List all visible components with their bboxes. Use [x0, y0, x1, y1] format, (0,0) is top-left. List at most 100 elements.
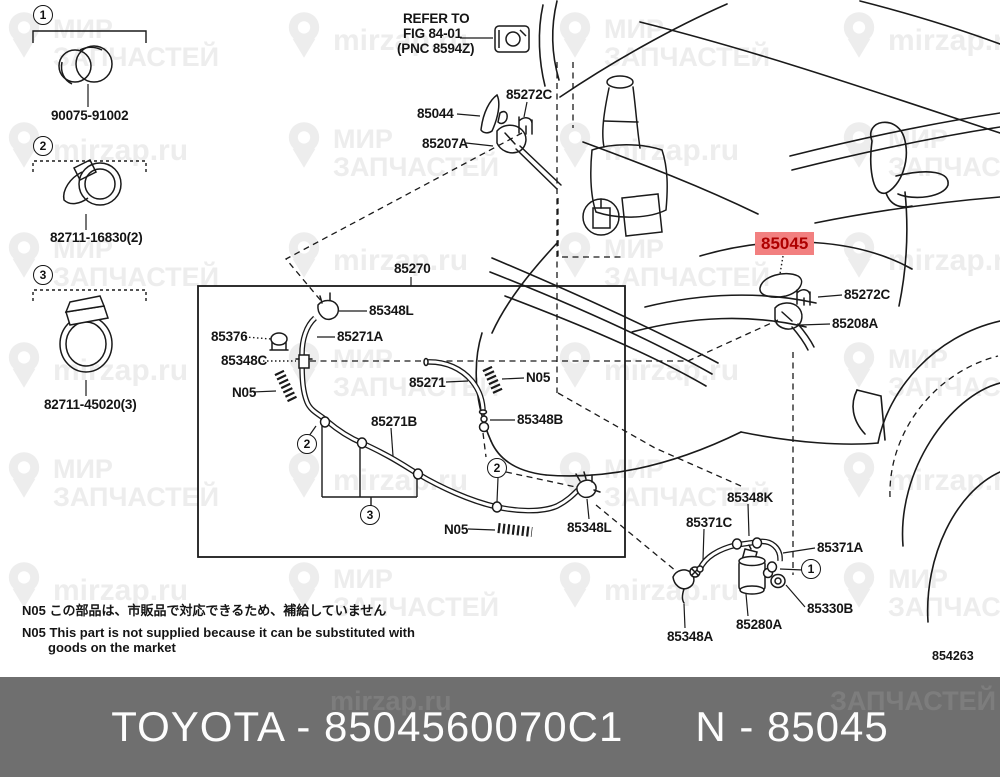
- watermark-text: МИР: [333, 124, 393, 154]
- label-85348l-2: 85348L: [567, 520, 612, 535]
- label-85330b: 85330B: [807, 601, 854, 616]
- label-n05-1: N05: [232, 385, 257, 400]
- label-85371a: 85371A: [817, 540, 864, 555]
- grommet-drawing: [58, 45, 113, 107]
- callout-number: 1: [39, 8, 47, 22]
- hose-clip-rings: [319, 416, 778, 573]
- footer-watermark-site: mirzap.ru: [330, 686, 452, 716]
- watermark-text: ЗАПЧАСТЕЙ: [604, 41, 770, 72]
- refer-note-line2: FIG 84-01: [403, 26, 462, 41]
- label-85348l-1: 85348L: [369, 303, 414, 318]
- label-n05-3: N05: [444, 522, 469, 537]
- callout-number: 3: [39, 268, 47, 282]
- watermark: mirzap.ru: [288, 232, 468, 278]
- note-english-2: goods on the market: [48, 640, 176, 655]
- callout-number: 2: [39, 139, 47, 153]
- watermark-text: ЗАПЧАСТЕЙ: [604, 481, 770, 512]
- watermark-text: mirzap.ru: [604, 574, 739, 607]
- label-85348a: 85348A: [667, 629, 714, 644]
- label-90075-91002: 90075-91002: [51, 108, 129, 123]
- watermark: mirzap.ru: [843, 452, 1000, 498]
- callout-number: 2: [493, 461, 501, 475]
- callout-circle-2-box-b: 2: [487, 458, 507, 478]
- label-85271a: 85271A: [337, 329, 384, 344]
- watermark: mirzap.ru: [559, 342, 739, 388]
- watermark-text: МИР: [888, 124, 948, 154]
- watermark-text: mirzap.ru: [333, 24, 468, 57]
- note-japanese: N05 この部品は、市販品で対応できるため、補給していません: [22, 603, 387, 618]
- label-leader-lines: [252, 37, 843, 629]
- watermark: mirzap.ru: [8, 562, 188, 608]
- watermark: mirzap.ru: [559, 562, 739, 608]
- watermark-text: ЗАПЧАСТЕЙ: [888, 371, 1000, 402]
- watermark-text: МИР: [604, 234, 664, 264]
- footer-part-number: N - 85045: [695, 703, 889, 750]
- washer-reservoir-drawing: [582, 75, 668, 237]
- sheet-number: 854263: [932, 649, 974, 663]
- watermark-text: МИР: [53, 234, 113, 264]
- in-box-parts-drawing: [269, 292, 601, 499]
- watermark-text: ЗАПЧАСТЕЙ: [53, 481, 219, 512]
- refer-note-line3: (PNC 8594Z): [397, 41, 475, 56]
- watermark-text: mirzap.ru: [888, 24, 1000, 57]
- label-85272c-top: 85272C: [506, 87, 553, 102]
- footer-watermark-brand: ЗАПЧАСТЕЙ: [830, 686, 996, 716]
- callout-circle-3: 3: [33, 265, 53, 285]
- callout-number: 1: [807, 562, 815, 576]
- watermark-text: mirzap.ru: [53, 354, 188, 387]
- watermark-text: mirzap.ru: [604, 134, 739, 167]
- note-english-1: N05 This part is not supplied because it…: [22, 625, 415, 640]
- sensor-drawing: [494, 25, 530, 53]
- callout-circle-1: 1: [33, 5, 53, 25]
- callout-circle-2-box-a: 2: [297, 434, 317, 454]
- callout-number: 2: [303, 437, 311, 451]
- clamp-45020-drawing: [59, 295, 113, 396]
- label-85348b: 85348B: [517, 412, 564, 427]
- callout-circle-2: 2: [33, 136, 53, 156]
- label-85044: 85044: [417, 106, 454, 121]
- watermark-text: ЗАПЧАСТЕЙ: [333, 591, 499, 622]
- watermark-text: МИР: [53, 454, 113, 484]
- watermark-text: mirzap.ru: [888, 464, 1000, 497]
- headlamp-washer-parts-drawing: [759, 272, 815, 351]
- watermark-text: mirzap.ru: [53, 574, 188, 607]
- watermark: mirzap.ru: [559, 122, 739, 168]
- watermark-text: mirzap.ru: [53, 134, 188, 167]
- label-85376: 85376: [211, 329, 248, 344]
- label-85348k: 85348K: [727, 490, 774, 505]
- refer-note-line1: REFER TO: [403, 11, 470, 26]
- label-85270: 85270: [394, 261, 431, 276]
- watermark-text: ЗАПЧАСТЕЙ: [333, 151, 499, 182]
- watermark-text: МИР: [53, 14, 113, 44]
- label-n05-2: N05: [526, 370, 551, 385]
- watermark-text: mirzap.ru: [333, 244, 468, 277]
- callout-circle-3-box: 3: [360, 505, 380, 525]
- watermark-text: ЗАПЧАСТЕЙ: [888, 591, 1000, 622]
- pump-cluster-drawing: [672, 544, 786, 604]
- watermark-text: ЗАПЧАСТЕЙ: [53, 41, 219, 72]
- label-85348c: 85348C: [221, 353, 268, 368]
- label-85208a: 85208A: [832, 316, 879, 331]
- label-85045-highlighted: 85045: [755, 232, 815, 255]
- watermark-text: МИР: [888, 564, 948, 594]
- watermark-text: МИР: [333, 344, 393, 374]
- footer-bar: TOYOTA - 8504560070C1 N - 85045: [0, 677, 1000, 777]
- callout-brackets: [32, 30, 418, 506]
- label-85271b: 85271B: [371, 414, 418, 429]
- callout-circle-1-cluster: 1: [801, 559, 821, 579]
- label-85280a: 85280A: [736, 617, 783, 632]
- label-85371c: 85371C: [686, 515, 733, 530]
- dotted-leader-lines: [244, 255, 784, 362]
